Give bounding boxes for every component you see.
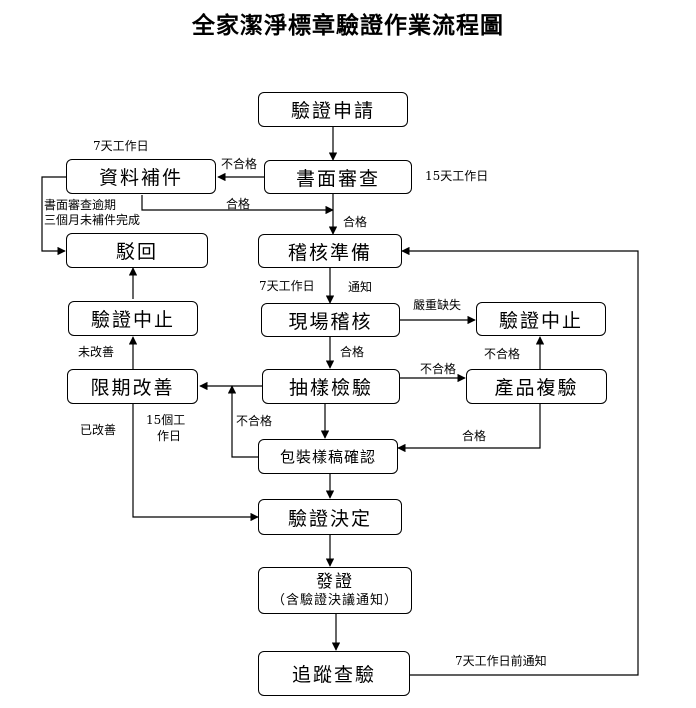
label-not-improved: 未改善 <box>78 345 115 359</box>
label-doc-review-days: 15天工作日 <box>425 169 489 183</box>
node-supplement[interactable]: 資料補件 <box>66 159 216 194</box>
label-onsite-pass: 合格 <box>340 345 365 359</box>
arrow-improve-to-decision <box>132 404 259 522</box>
label-audit-notice: 通知 <box>348 280 373 294</box>
label-improved: 已改善 <box>80 423 117 437</box>
label-improve-days-2: 作日 <box>157 429 182 443</box>
node-apply[interactable]: 驗證申請 <box>258 92 408 127</box>
node-terminate-right[interactable]: 驗證中止 <box>476 302 606 336</box>
label-audit-days: 7天工作日 <box>259 279 315 293</box>
label-serious-defect: 嚴重缺失 <box>413 298 462 312</box>
arrow-supplement-to-reject <box>41 176 66 256</box>
node-package-confirm[interactable]: 包裝樣稿確認 <box>258 439 398 474</box>
label-overdue-line1: 書面審查逾期 <box>44 198 117 212</box>
node-onsite-audit[interactable]: 現場稽核 <box>261 303 400 337</box>
label-followup-notice: 7天工作日前通知 <box>455 654 547 668</box>
node-followup[interactable]: 追蹤查驗 <box>258 651 410 696</box>
label-overdue-line2: 三個月未補件完成 <box>44 213 141 227</box>
label-package-fail: 不合格 <box>236 414 273 428</box>
label-doc-pass-mid: 合格 <box>226 197 251 211</box>
node-sampling[interactable]: 抽樣檢驗 <box>262 369 400 404</box>
node-terminate-left[interactable]: 驗證中止 <box>68 301 198 336</box>
node-reject[interactable]: 駁回 <box>66 233 208 268</box>
node-decision[interactable]: 驗證決定 <box>258 499 402 535</box>
label-sampling-fail: 不合格 <box>420 362 457 376</box>
node-product-retest[interactable]: 產品複驗 <box>466 369 607 404</box>
label-doc-pass: 合格 <box>343 215 368 229</box>
arrow-supplement-to-prep <box>141 195 334 215</box>
label-supplement-days: 7天工作日 <box>93 139 149 153</box>
label-improve-days-1: 15個工 <box>146 413 186 427</box>
label-retest-fail: 不合格 <box>484 347 521 361</box>
node-improve[interactable]: 限期改善 <box>67 369 198 404</box>
label-retest-pass: 合格 <box>462 429 487 443</box>
node-audit-prep[interactable]: 稽核準備 <box>258 234 402 268</box>
page-title: 全家潔淨標章驗證作業流程圖 <box>192 12 504 39</box>
label-doc-fail: 不合格 <box>221 157 258 171</box>
node-issue[interactable]: 發證 （含驗證決議通知） <box>258 567 412 614</box>
node-doc-review[interactable]: 書面審查 <box>264 160 412 194</box>
arrow-retest-to-package <box>397 404 541 453</box>
arrow-package-to-improve <box>227 385 258 458</box>
arrow-followup-to-prep <box>401 246 639 676</box>
